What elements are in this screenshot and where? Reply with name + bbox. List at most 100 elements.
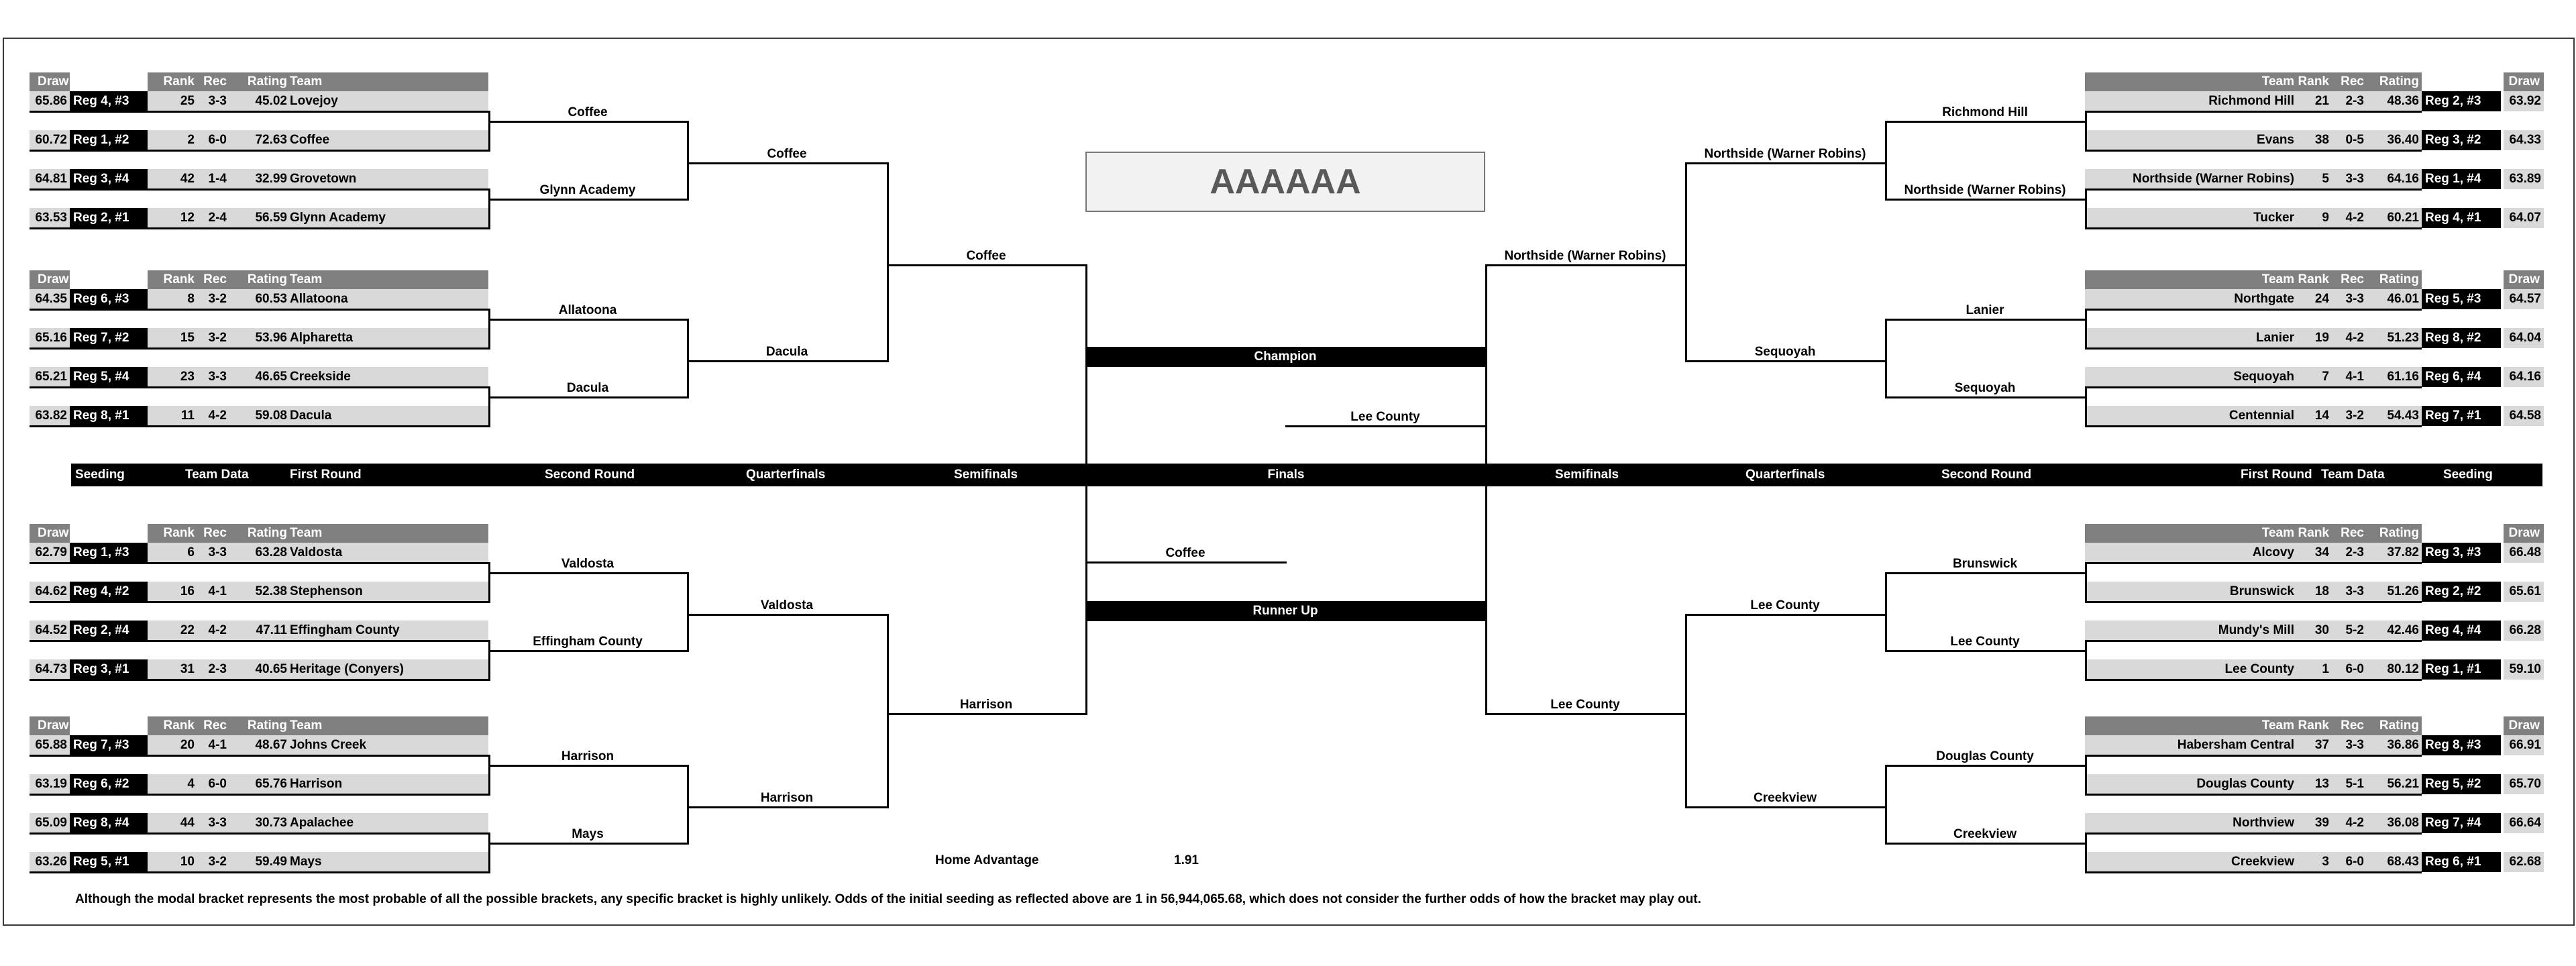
team-rec: 4-2: [2345, 331, 2364, 345]
left-header-rating: Rating: [247, 272, 287, 286]
team-draw: 62.79: [35, 545, 67, 559]
team-underline: [2085, 679, 2422, 681]
team-name: Mays: [290, 855, 322, 869]
team-underline: [30, 601, 488, 603]
team-rec: 4-2: [208, 623, 227, 637]
connector: [2085, 640, 2087, 681]
team-underline: [30, 227, 488, 229]
home-advantage-value: 1.91: [1174, 853, 1199, 867]
connector: [1885, 319, 1887, 398]
team-rating: 59.49: [255, 855, 287, 869]
team-rec: 4-2: [2345, 211, 2364, 225]
right-header-blank: [2422, 716, 2501, 735]
team-seed: Reg 1, #1: [2422, 659, 2501, 680]
second-round-team: Harrison: [561, 749, 614, 763]
left-header-draw: Draw: [38, 526, 69, 540]
right-header-blank: [2422, 524, 2501, 543]
team-rank: 3: [2322, 855, 2329, 869]
team-seed: Reg 7, #1: [2422, 406, 2501, 426]
team-rank: 14: [2314, 409, 2329, 423]
second-round-team: Creekview: [1953, 827, 2017, 841]
team-seed: Reg 6, #4: [2422, 367, 2501, 387]
team-row: [2085, 328, 2422, 348]
team-rating: 56.21: [2387, 777, 2419, 791]
team-name: Centennial: [2229, 409, 2294, 423]
qf-line: [1685, 614, 1885, 616]
team-rating: 46.65: [255, 370, 287, 384]
connector: [1685, 162, 1687, 362]
team-draw: 66.48: [2504, 543, 2544, 563]
connector: [887, 614, 889, 808]
connector: [2085, 189, 2087, 229]
quarterfinal-team: Sequoyah: [1754, 345, 1816, 359]
team-name: Johns Creek: [290, 738, 367, 752]
r2-line: [488, 765, 687, 767]
team-rank: 10: [180, 855, 195, 869]
team-rec: 2-3: [2345, 94, 2364, 108]
team-rank: 11: [180, 409, 195, 423]
team-seed: Reg 1, #3: [70, 543, 148, 563]
team-name: Creekside: [290, 370, 351, 384]
round-label-left-4: Quarterfinals: [746, 468, 826, 482]
left-header-team: Team: [290, 526, 323, 540]
team-rec: 4-2: [208, 409, 227, 423]
team-rating: 45.02: [255, 94, 287, 108]
round-label-left-2: First Round: [290, 468, 362, 482]
team-rec: 6-0: [2345, 662, 2364, 676]
r2-line: [488, 572, 687, 574]
rounds-bar: [71, 464, 2542, 486]
team-rating: 46.01: [2387, 292, 2419, 306]
team-rating: 54.43: [2387, 409, 2419, 423]
quarterfinal-team: Harrison: [760, 791, 814, 805]
team-rec: 6-0: [208, 133, 227, 147]
right-header-rating: Rating: [2379, 718, 2419, 733]
team-rank: 31: [180, 662, 195, 676]
team-rank: 15: [180, 331, 195, 345]
right-header-1: [2085, 270, 2422, 289]
team-name: Mundy's Mill: [2218, 623, 2294, 637]
r2-line: [488, 843, 687, 845]
team-seed: Reg 5, #1: [70, 852, 148, 872]
team-rating: 60.21: [2387, 211, 2419, 225]
team-draw: 65.88: [35, 738, 67, 752]
team-rating: 65.76: [255, 777, 287, 791]
team-rank: 34: [2314, 545, 2329, 559]
left-header-draw: Draw: [38, 272, 69, 286]
team-row: [2085, 169, 2422, 189]
team-seed: Reg 8, #2: [2422, 328, 2501, 348]
team-seed: Reg 2, #1: [70, 208, 148, 228]
team-name: Evans: [2257, 133, 2294, 147]
team-rating: 36.40: [2387, 133, 2419, 147]
quarterfinal-team: Valdosta: [760, 598, 814, 612]
team-rank: 19: [2314, 331, 2329, 345]
team-draw: 64.58: [2504, 406, 2544, 426]
team-rating: 30.73: [255, 816, 287, 830]
sf-line: [887, 264, 1085, 266]
team-rank: 44: [180, 816, 195, 830]
right-header-rank: Rank: [2298, 74, 2329, 89]
team-row: [2085, 582, 2422, 602]
right-header-draw: Draw: [2504, 716, 2544, 735]
team-draw: 64.73: [35, 662, 67, 676]
team-rating: 36.08: [2387, 816, 2419, 830]
connector: [687, 319, 689, 398]
team-row: [2085, 406, 2422, 426]
team-name: Northgate: [2234, 292, 2294, 306]
team-underline: [2085, 386, 2422, 388]
qf-line: [687, 806, 887, 808]
connector: [1085, 264, 1087, 715]
team-name: Glynn Academy: [290, 211, 386, 225]
team-row: [2085, 621, 2422, 641]
team-name: Grovetown: [290, 172, 357, 186]
right-header-team: Team: [2261, 74, 2294, 89]
team-rating: 60.53: [255, 292, 287, 306]
team-seed: Reg 8, #1: [70, 406, 148, 426]
r2-line: [1885, 572, 2085, 574]
right-header-0: [2085, 72, 2422, 91]
team-row: [2085, 735, 2422, 755]
r2-line: [488, 319, 687, 321]
team-rank: 18: [2314, 584, 2329, 598]
connector: [887, 162, 889, 362]
team-draw: 63.82: [35, 409, 67, 423]
